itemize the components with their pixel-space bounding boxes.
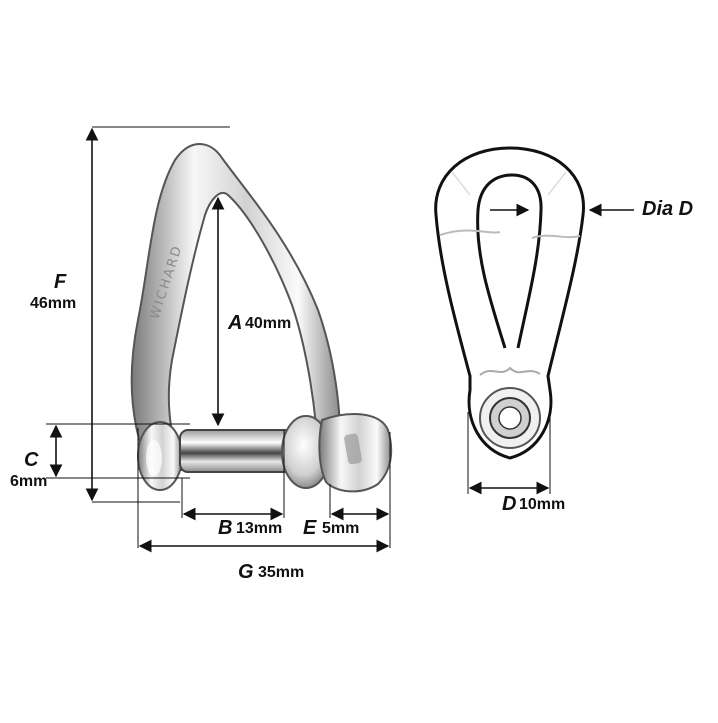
dim-D-value: 10mm [519, 496, 566, 513]
side-inner-loop [476, 173, 543, 349]
dimension-lines-left [46, 126, 391, 553]
dia-D-label: Dia D [642, 198, 694, 220]
dim-B-value: 13mm [236, 520, 283, 537]
shackle-pin [179, 429, 293, 473]
dim-F-letter: F [54, 271, 67, 293]
dim-C-value: 6mm [10, 473, 48, 490]
shackle-side-view [434, 146, 585, 460]
dim-E-value: 5mm [322, 520, 360, 537]
side-outline [434, 146, 585, 460]
dim-A-letter: A [228, 312, 243, 334]
dim-C-letter: C [24, 449, 39, 471]
dim-G-letter: G [238, 561, 254, 583]
dim-B-letter: B [218, 517, 233, 539]
dim-F-value: 46mm [30, 295, 77, 312]
dim-E-letter: E [303, 517, 317, 539]
dim-D-letter: D [502, 493, 517, 515]
side-eye-hole [498, 406, 522, 430]
dim-G-value: 35mm [258, 564, 305, 581]
shackle-illustration: WICHARD [130, 143, 393, 493]
dim-A-value: 40mm [245, 315, 292, 332]
dimension-lines-right [467, 203, 634, 495]
